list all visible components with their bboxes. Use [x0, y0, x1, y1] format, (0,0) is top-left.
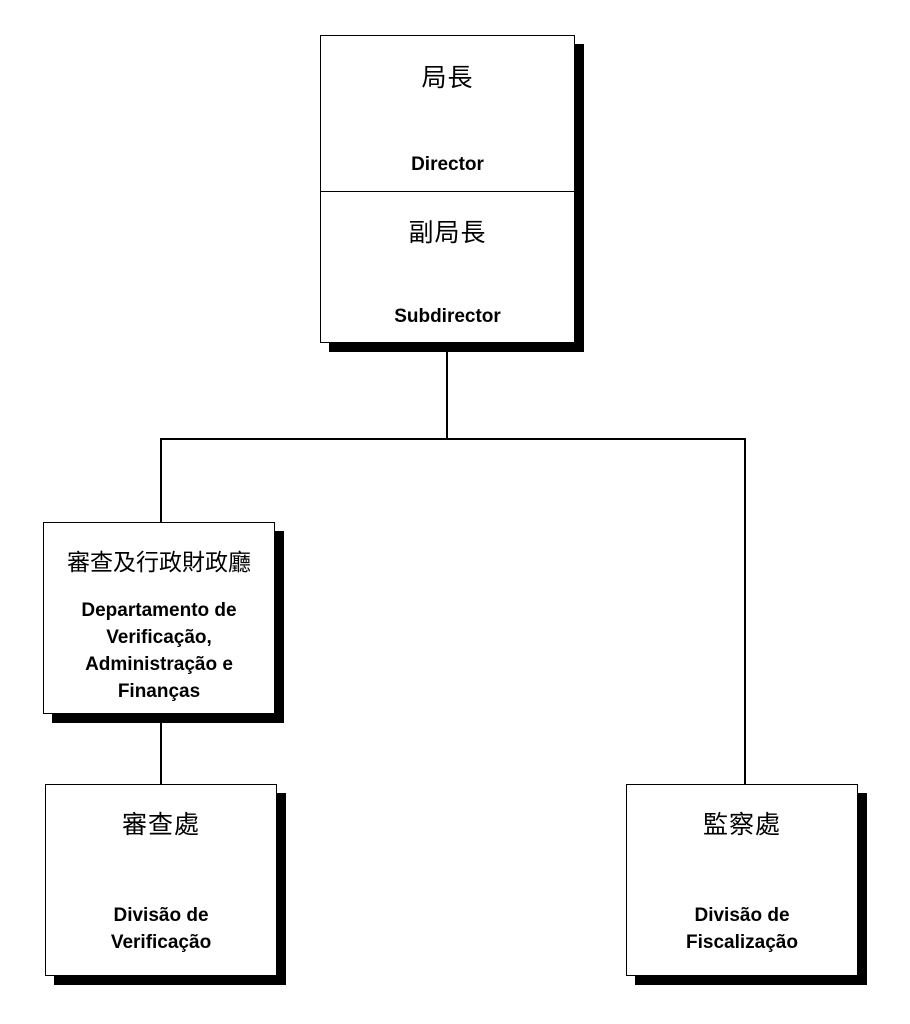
connector-subdirector-down — [446, 342, 448, 440]
inspection-division-title-pt-line: Fiscalização — [686, 932, 798, 953]
connector-to-inspection-division — [744, 438, 746, 786]
director-title-zh: 局長 — [421, 63, 474, 92]
verification-division-title-pt: Divisão de Verificação — [46, 902, 276, 956]
department-title-pt: Departamento de Verificação, Administraç… — [44, 597, 274, 705]
department-box: 審查及行政財政廳 Departamento de Verificação, Ad… — [43, 522, 275, 714]
department-title-pt-line: Finanças — [117, 681, 201, 702]
verification-division-title-pt-line: Divisão de — [113, 905, 209, 926]
connector-horizontal — [160, 438, 746, 440]
subdirector-title-zh: 副局長 — [408, 218, 487, 247]
department-title-pt-line: Administração e — [85, 654, 233, 675]
director-title-pt: Director — [411, 154, 484, 175]
connector-department-to-verification — [160, 713, 162, 785]
department-title-pt-line: Verificação, — [106, 627, 212, 648]
subdirector-title-pt: Subdirector — [394, 306, 501, 327]
director-box: 局長 Director 副局長 Subdirector — [320, 35, 575, 343]
department-title-pt-line: Departamento de — [81, 600, 237, 621]
verification-division-title-zh: 審查處 — [121, 810, 200, 839]
department-title-zh: 審查及行政財政廳 — [67, 550, 251, 576]
inspection-division-box: 監察處 Divisão de Fiscalização — [626, 784, 858, 976]
inspection-division-title-zh: 監察處 — [702, 810, 781, 839]
verification-division-box: 審查處 Divisão de Verificação — [45, 784, 277, 976]
verification-division-title-pt-line: Verificação — [110, 932, 212, 953]
director-divider — [321, 191, 574, 192]
inspection-division-title-pt: Divisão de Fiscalização — [627, 902, 857, 956]
inspection-division-title-pt-line: Divisão de — [694, 905, 790, 926]
connector-to-department — [160, 438, 162, 523]
